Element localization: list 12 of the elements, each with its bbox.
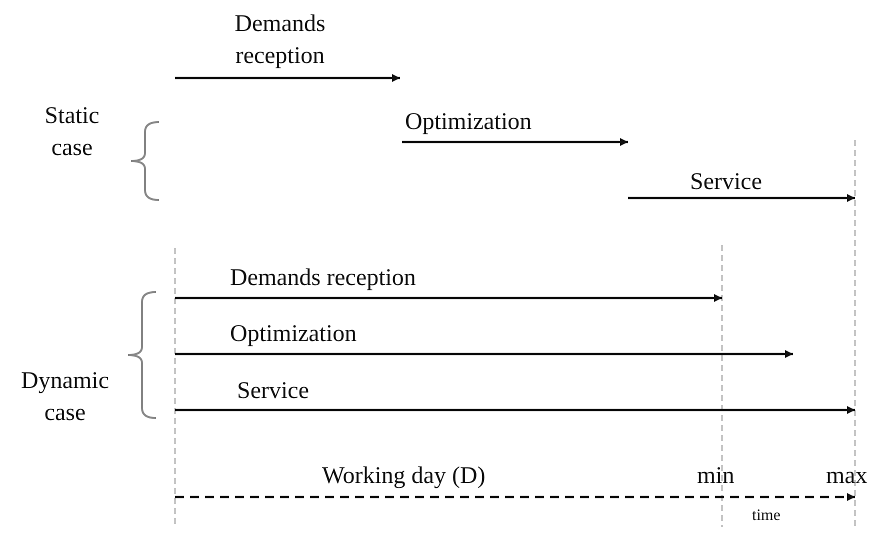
text-label: Optimization [230, 320, 357, 349]
text-label: Static case [44, 102, 100, 163]
text-label: Service [690, 168, 762, 197]
text-label: Dynamic case [20, 367, 110, 428]
text-label: Optimization [405, 108, 532, 137]
text-label: min [697, 462, 734, 491]
text-label: Working day (D) [322, 462, 486, 491]
text-label: Service [237, 377, 309, 406]
text-label: max [826, 462, 868, 491]
text-label: Demands reception [234, 10, 326, 71]
text-label: Demands reception [230, 264, 416, 293]
text-label: time [752, 506, 780, 526]
